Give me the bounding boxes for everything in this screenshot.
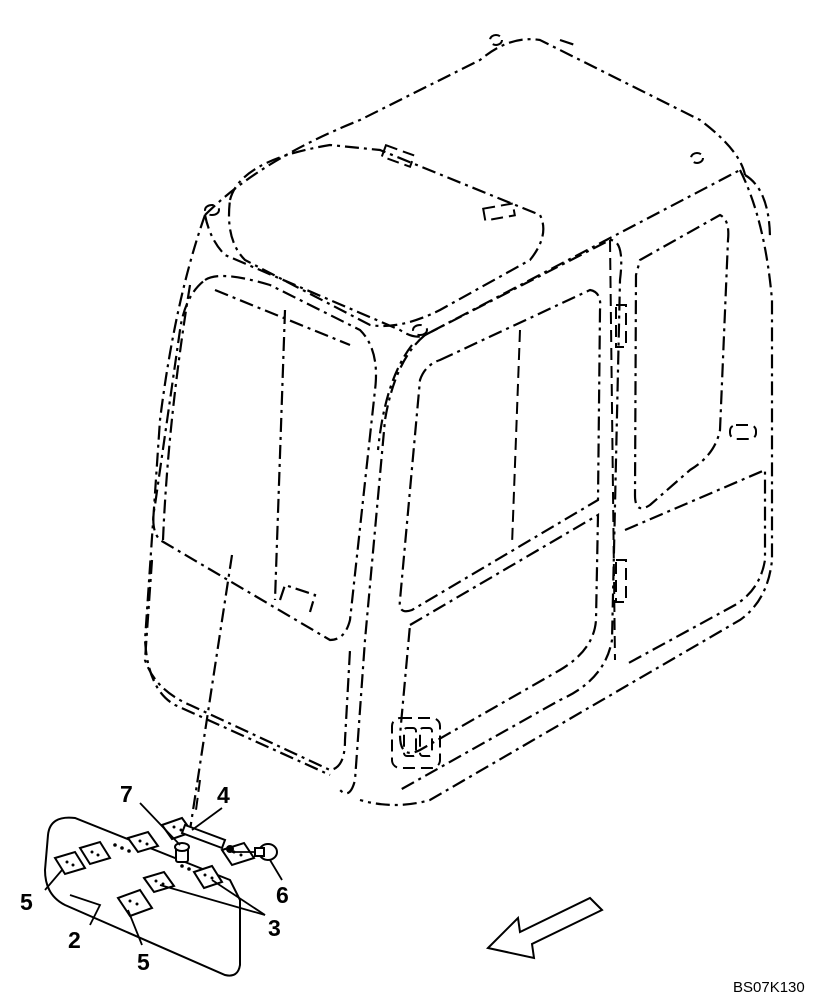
callout-3: 3	[268, 915, 281, 941]
front-direction-arrow-icon	[485, 896, 604, 960]
bolt-part-6	[232, 843, 278, 861]
projection-line	[188, 554, 234, 831]
callout-7: 7	[120, 781, 133, 807]
projection-line-lower	[195, 779, 201, 811]
callout-5-bottom: 5	[137, 949, 150, 975]
leader-lines	[44, 802, 283, 946]
callout-4: 4	[217, 782, 230, 808]
cab-outline	[143, 34, 774, 807]
hinge-bracket-part-4	[160, 816, 256, 867]
callout-6: 6	[276, 882, 289, 908]
drawing-code: BS07K130	[733, 979, 805, 996]
knob-part-7	[174, 842, 190, 863]
callout-2: 2	[68, 927, 81, 953]
pad-part-5-left	[53, 840, 112, 876]
callout-5-left: 5	[20, 889, 33, 915]
panel-holes	[113, 843, 191, 871]
pad-part-5-bottom	[116, 888, 154, 918]
